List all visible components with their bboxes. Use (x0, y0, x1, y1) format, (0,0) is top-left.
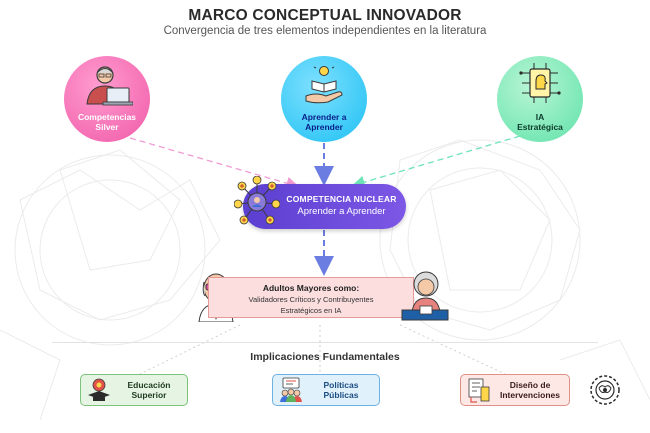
adults-line2: Estratégicos en IA (280, 306, 342, 315)
adultos-mayores-box: Adultos Mayores como: Validadores Crític… (208, 277, 414, 318)
element-competencias-silver: Competencias Silver (64, 56, 150, 142)
edu-line2: Superior (131, 390, 167, 400)
adults-title: Adultos Mayores como: (262, 283, 360, 293)
competencia-nuclear-box: COMPETENCIA NUCLEAR Aprender a Aprender (243, 184, 406, 229)
implicaciones-title: Implicaciones Fundamentales (250, 351, 400, 363)
nuclear-title: COMPETENCIA NUCLEAR (286, 194, 397, 204)
label-aprender-2: Aprender (305, 122, 343, 132)
elderly-laptop-icon (86, 66, 133, 106)
background-network-decoration (0, 139, 650, 421)
public-policy-icon (280, 377, 302, 402)
page-title: MARCO CONCEPTUAL INNOVADOR (188, 7, 462, 24)
decorative-brain-gear-icon (590, 375, 620, 405)
element-aprender-a-aprender: Aprender a Aprender (281, 56, 367, 142)
arrow-ia-to-nuclear (351, 135, 521, 189)
label-competencias-silver-1: Competencias (77, 112, 137, 122)
adults-line1: Validadores Críticos y Contribuyentes (248, 295, 374, 304)
hand-book-lightbulb-icon (305, 66, 343, 104)
edu-line1: Educación (127, 380, 171, 390)
label-aprender-1: Aprender a (301, 112, 347, 122)
ai-chip-icon (519, 63, 561, 103)
dotted-line-edu (139, 324, 241, 375)
implication-educacion-superior: Educación Superior (80, 374, 188, 406)
nuclear-subtitle: Aprender a Aprender (297, 206, 386, 217)
dotted-line-dis (399, 324, 506, 375)
elderly-woman-laptop-icon (401, 271, 449, 321)
pol-line2: Públicas (323, 390, 359, 400)
page-subtitle: Convergencia de tres elementos independi… (163, 25, 487, 37)
label-competencias-silver-2: Silver (95, 122, 119, 132)
element-ia-estrategica: IA Estratégica (497, 56, 583, 142)
label-ia-1: IA (535, 112, 545, 122)
implication-diseno-intervenciones: Diseño de Intervenciones (460, 374, 570, 406)
dis-line1: Diseño de (509, 380, 551, 390)
graduation-cap-icon (88, 378, 110, 401)
label-ia-2: Estratégica (517, 122, 563, 132)
implication-politicas-publicas: Políticas Públicas (272, 374, 380, 406)
separator-line (52, 342, 598, 343)
dis-line2: Intervenciones (500, 390, 560, 400)
network-hub-icon (234, 176, 280, 225)
arrow-silver-to-nuclear (129, 137, 300, 190)
pol-line1: Políticas (323, 380, 359, 390)
design-process-icon (468, 378, 490, 403)
